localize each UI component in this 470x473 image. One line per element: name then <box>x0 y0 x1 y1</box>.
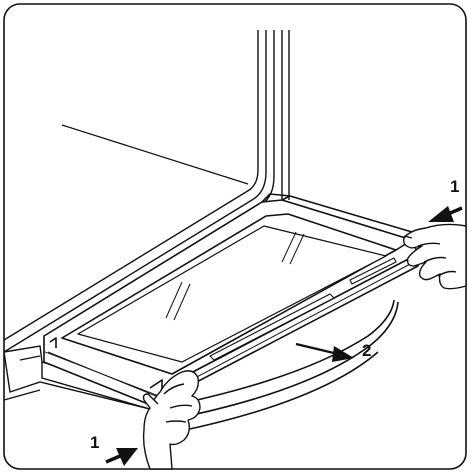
step-label-press-right: 1 <box>450 177 459 196</box>
glass-frame <box>43 193 419 409</box>
arrow-icon <box>428 206 463 222</box>
frame-edge-lines <box>47 261 415 397</box>
glass-pane <box>77 225 387 363</box>
cavity-edge-line <box>61 124 249 185</box>
step-label-press-left: 1 <box>90 433 99 452</box>
step-label-pull-out: 2 <box>362 341 371 360</box>
arrow-icon <box>295 342 354 362</box>
right-hand-icon <box>402 223 467 290</box>
left-hand-icon <box>142 370 201 470</box>
glass-reflection <box>165 231 305 321</box>
door-base-curve <box>159 299 399 433</box>
arrow-icon <box>105 448 138 466</box>
